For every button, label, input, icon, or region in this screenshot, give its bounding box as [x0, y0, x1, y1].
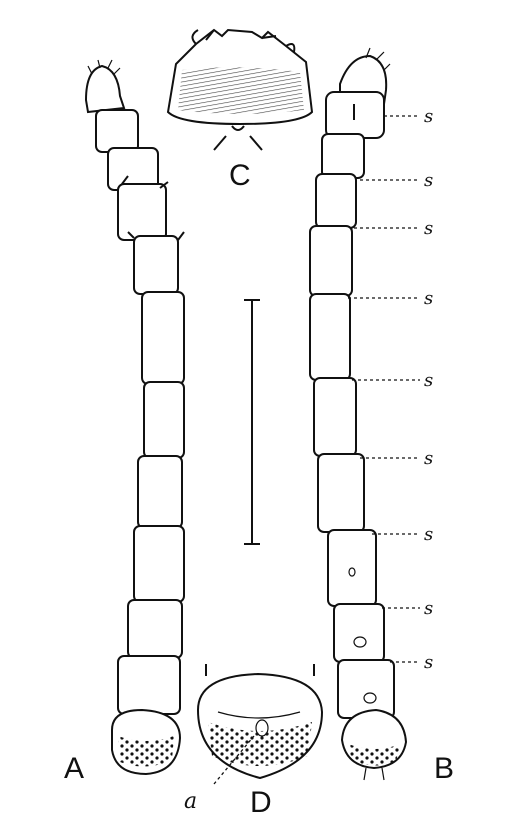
segment-mark-5: s: [424, 370, 433, 391]
pointer-a-label: a: [184, 789, 197, 814]
segment-mark-8: s: [424, 598, 433, 619]
segment-leaders: [348, 115, 420, 663]
figure-b-chain: [309, 47, 408, 781]
figure-d-label: D: [250, 786, 272, 819]
figure-b-label: B: [434, 752, 454, 785]
segment-mark-3: s: [424, 218, 433, 239]
figure-d-bulb: [196, 664, 324, 780]
figure-c-label: C: [229, 159, 251, 192]
figure-a-chain: [84, 59, 185, 776]
segment-mark-1: s: [424, 106, 433, 127]
pointer-a-leader: [213, 735, 255, 785]
segment-marks: s s s s s s s s s: [424, 106, 433, 673]
segment-mark-2: s: [424, 170, 433, 191]
figure-a-label: A: [64, 752, 84, 785]
segment-mark-7: s: [424, 524, 433, 545]
segment-mark-4: s: [424, 288, 433, 309]
segment-mark-9: s: [424, 652, 433, 673]
scale-bar: [244, 299, 260, 545]
segment-mark-6: s: [424, 448, 433, 469]
figure-c-head: [166, 28, 314, 151]
